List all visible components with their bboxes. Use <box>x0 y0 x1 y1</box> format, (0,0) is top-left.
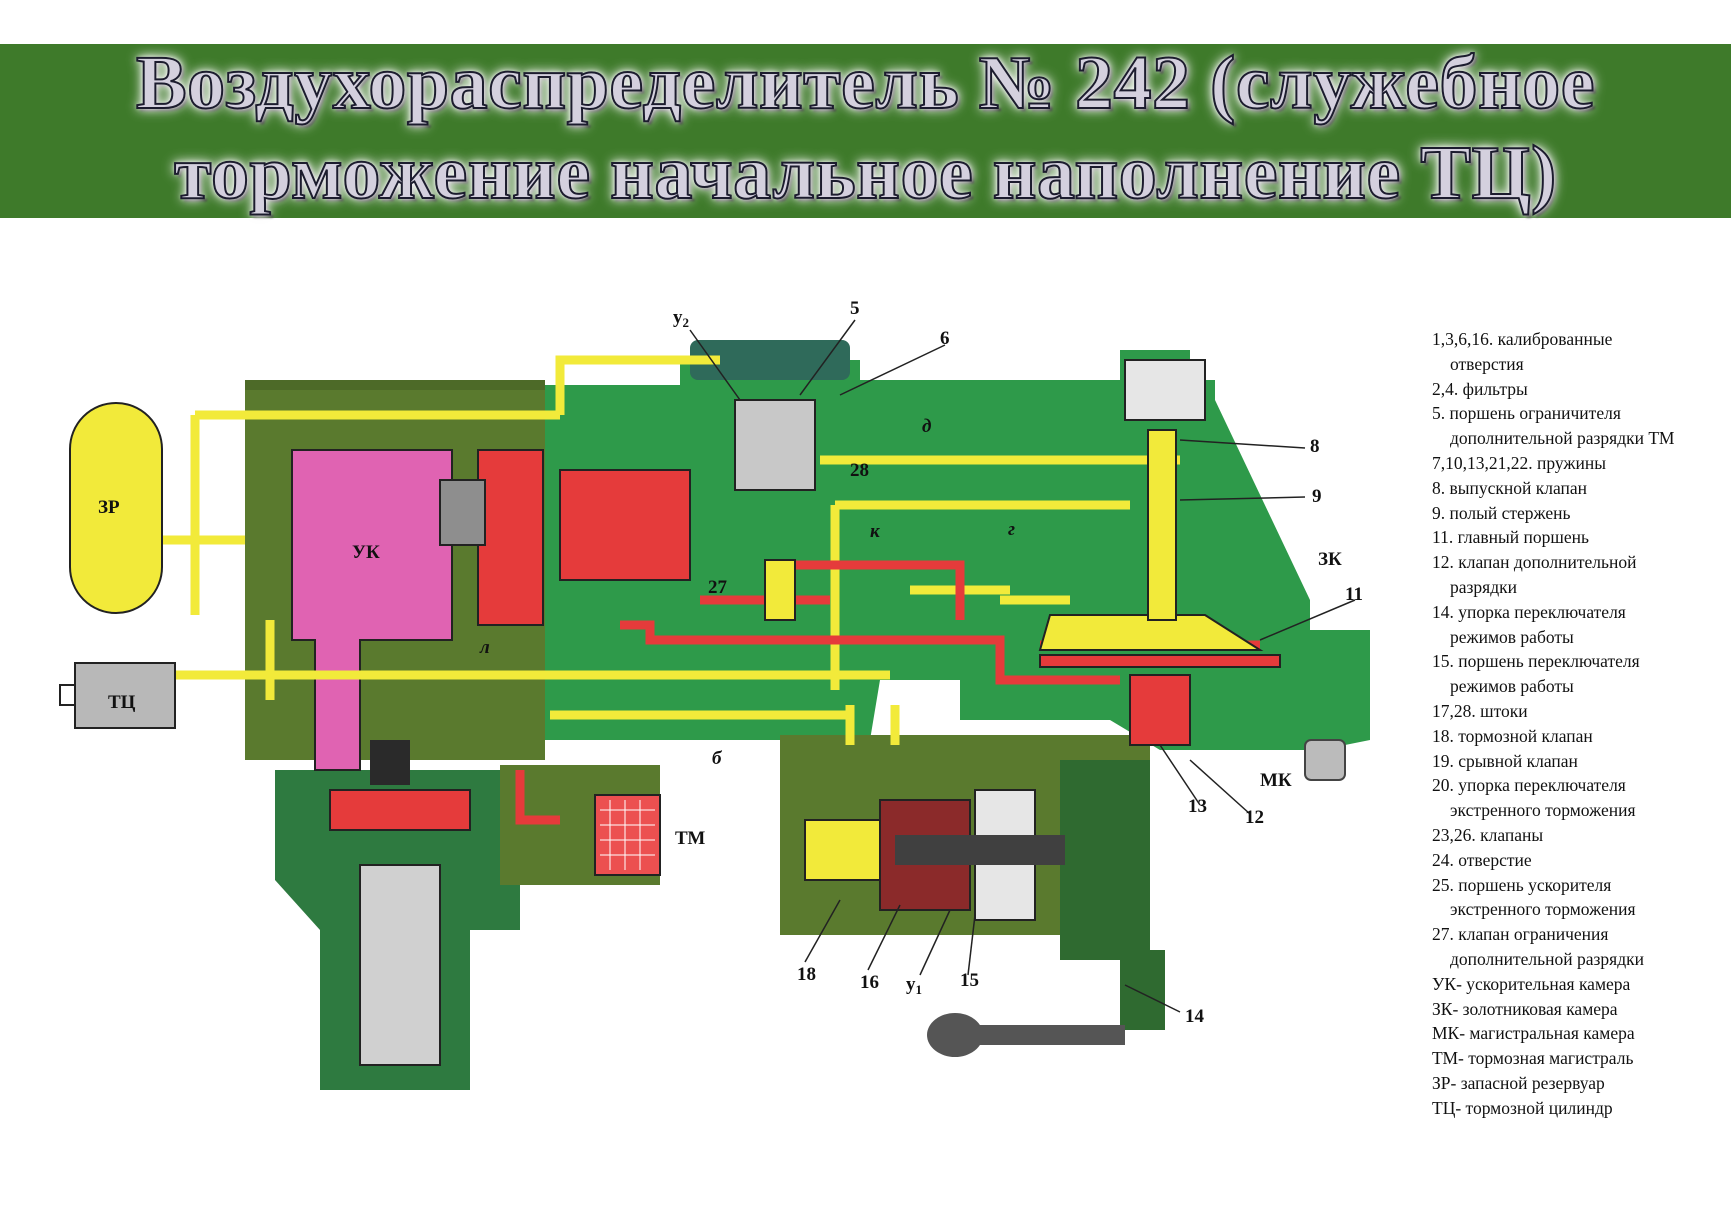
limiter-piston <box>734 399 816 491</box>
nut <box>1304 739 1346 781</box>
tc-cylinder <box>74 662 176 729</box>
legend-item: 18. тормозной клапан <box>1432 725 1593 746</box>
legend-item-continuation: режимов работы <box>1450 676 1574 697</box>
legend-item: ТЦ- тормозной цилиндр <box>1432 1097 1613 1118</box>
dark-green-lower <box>1060 760 1150 960</box>
legend-item: 17,28. штоки <box>1432 700 1528 721</box>
limiter-valve <box>764 559 796 621</box>
callout-16: 16 <box>860 972 879 993</box>
legend-item-continuation: режимов работы <box>1450 626 1574 647</box>
mk-valve <box>1129 674 1191 746</box>
tm-filter-mesh <box>600 800 655 870</box>
hollow-stem <box>1147 429 1177 621</box>
legend-item: 27. клапан ограничения <box>1432 924 1609 945</box>
legend-item: 12. клапан дополнительной <box>1432 552 1637 573</box>
grey-piston <box>439 479 486 546</box>
yellow-channels <box>160 355 1180 745</box>
tm-filter <box>594 794 661 876</box>
legend-item: ТМ- тормозная магистраль <box>1432 1048 1634 1069</box>
legend-item: 2,4. фильтры <box>1432 378 1528 399</box>
legend-item-continuation: дополнительной разрядки <box>1450 948 1644 969</box>
callout-27: 27 <box>708 577 728 598</box>
red-chamber-upper <box>477 449 544 626</box>
handle-rod <box>1120 950 1165 1030</box>
main-piston <box>1039 654 1281 668</box>
label-tm: ТМ <box>675 828 705 849</box>
callout-6: 6 <box>940 328 950 349</box>
callout-y2: у2 <box>673 307 689 330</box>
legend-item: 20. упорка переключателя <box>1432 775 1626 796</box>
legend-item: ЗР- запасной резервуар <box>1432 1072 1605 1093</box>
page-title-line-2: торможение начальное наполнение ТЦ) <box>173 130 1557 216</box>
legend-item: 24. отверстие <box>1432 849 1532 870</box>
brake-valve <box>804 819 881 881</box>
callout-9: 9 <box>1312 486 1322 507</box>
release-valve <box>1124 359 1206 421</box>
label-zr: ЗР <box>98 497 120 518</box>
legend-item-continuation: экстренного торможения <box>1450 800 1636 821</box>
callout-leaders <box>689 319 1356 1013</box>
zr-reservoir <box>69 402 163 614</box>
legend-item: 9. полый стержень <box>1432 502 1571 523</box>
title-banner <box>0 44 1731 218</box>
legend-item: 25. поршень ускорителя <box>1432 874 1612 895</box>
legend-item: 23,26. клапаны <box>1432 824 1544 845</box>
channel-k: к <box>870 521 881 542</box>
legend-item: 15. поршень переключателя <box>1432 651 1640 672</box>
callout-13: 13 <box>1188 796 1207 817</box>
legend-item-continuation: дополнительной разрядки ТМ <box>1450 428 1675 449</box>
label-uk: УК <box>352 542 380 563</box>
callout-28: 28 <box>850 460 869 481</box>
legend-item: 11. главный поршень <box>1432 527 1589 548</box>
legend-item: 14. упорка переключателя <box>1432 601 1626 622</box>
channel-g: г <box>1008 519 1015 540</box>
legend-item: МК- магистральная камера <box>1432 1023 1635 1044</box>
legend-item: 1,3,6,16. калиброванные <box>1432 329 1613 349</box>
callout-14: 14 <box>1185 1006 1205 1027</box>
label-zk: ЗК <box>1318 549 1342 570</box>
legend-item: 5. поршень ограничителя <box>1432 403 1621 424</box>
legend-item-continuation: разрядки <box>1450 576 1518 597</box>
label-mk: МК <box>1260 770 1292 791</box>
tc-rod <box>59 684 76 706</box>
legend-item-continuation: отверстия <box>1450 353 1524 374</box>
legend-item: УК- ускорительная камера <box>1432 973 1631 994</box>
label-tc: ТЦ <box>108 692 136 713</box>
legend-item: 7,10,13,21,22. пружины <box>1432 452 1606 473</box>
channel-d: д <box>922 416 931 437</box>
callout-11: 11 <box>1345 584 1363 605</box>
legend-item-continuation: экстренного торможения <box>1450 899 1636 920</box>
handle-arm <box>955 1025 1125 1045</box>
channel-b: б <box>712 748 723 769</box>
legend-item: ЗК- золотниковая камера <box>1432 998 1618 1019</box>
red-piston-housing <box>559 469 691 581</box>
lower-valve-stack <box>359 864 441 1066</box>
callout-15: 15 <box>960 970 979 991</box>
callout-12: 12 <box>1245 807 1264 828</box>
callout-y1: у1 <box>906 974 922 997</box>
lower-valve-top <box>329 789 471 831</box>
piston-rod <box>895 835 1065 865</box>
olive-body-top <box>245 380 545 390</box>
lower-valve-cap <box>370 740 410 785</box>
legend: 1,3,6,16. калиброванные отверстия 2,4. фил… <box>1432 327 1727 1121</box>
channel-l: л <box>479 637 490 658</box>
legend-item: 8. выпускной клапан <box>1432 477 1588 498</box>
legend-item: 19. срывной клапан <box>1432 750 1578 771</box>
top-cover <box>690 340 850 380</box>
callout-8: 8 <box>1310 436 1320 457</box>
callout-5: 5 <box>850 298 860 319</box>
page-title-line-1: Воздухораспределитель № 242 (служебное <box>135 40 1596 126</box>
callout-18: 18 <box>797 964 816 985</box>
